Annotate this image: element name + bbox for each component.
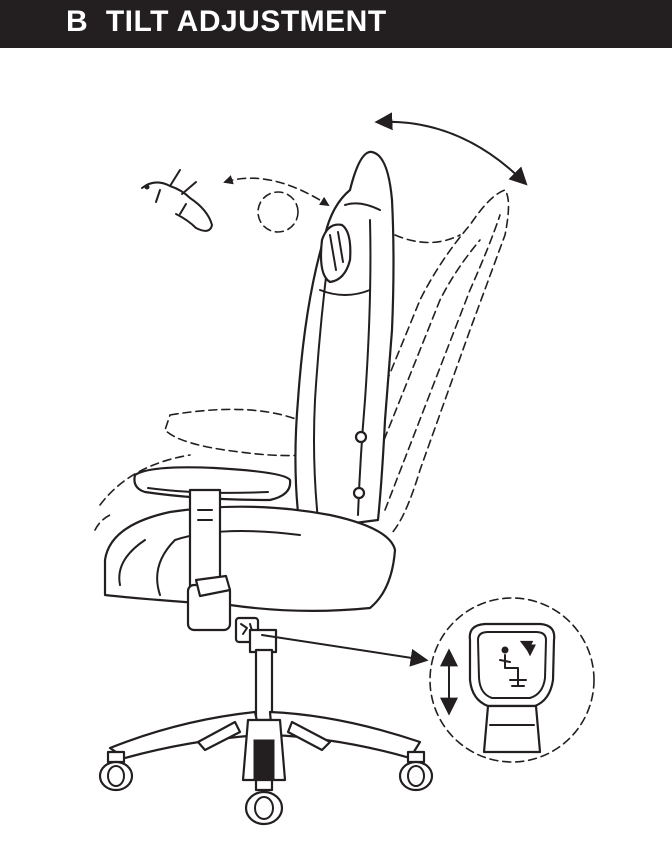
header-title: B TILT ADJUSTMENT — [66, 4, 387, 40]
tilt-symbol-icon — [499, 640, 536, 687]
reclined-chair-outline — [94, 189, 510, 561]
headrest-pillow — [319, 223, 352, 284]
gas-lift-column — [248, 628, 278, 722]
backrest-rivet-upper — [354, 430, 368, 444]
callout-pointer-arrow-icon — [261, 634, 429, 667]
tilt-adjustment-diagram — [94, 112, 595, 826]
backrest-rivet-lower — [352, 486, 366, 500]
lizard-illustration-icon — [141, 169, 213, 232]
chair-backrest — [294, 150, 395, 532]
caster-right — [398, 750, 434, 792]
section-letter: B — [66, 5, 89, 38]
caster-left — [98, 750, 134, 792]
lever-detail-callout — [429, 597, 595, 763]
dashed-circle-marker — [257, 191, 299, 233]
backrest-arc-arrow-icon — [374, 112, 528, 186]
chair-base — [108, 710, 422, 782]
section-title: TILT ADJUSTMENT — [105, 5, 387, 38]
chair-armrest — [133, 466, 292, 602]
lizard-motion-arrow-icon — [223, 175, 330, 207]
header-bar: B TILT ADJUSTMENT — [0, 0, 672, 48]
chair-seat — [103, 505, 397, 612]
caster-front — [244, 778, 284, 826]
